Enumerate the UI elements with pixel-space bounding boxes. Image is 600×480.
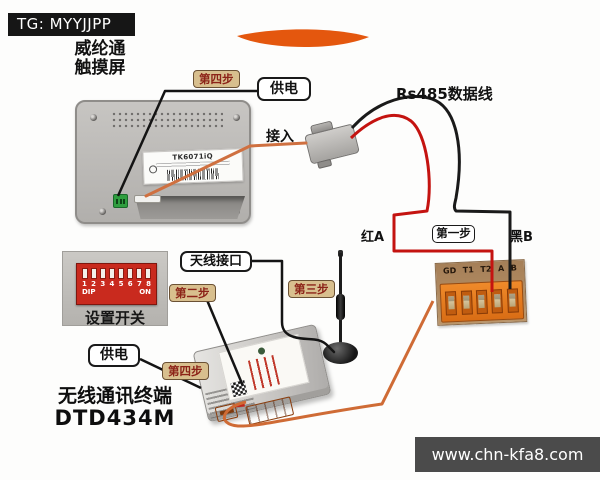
screw: [99, 208, 106, 215]
dip-switch-markings: DIP ON: [77, 288, 156, 296]
dip-switch: 1 2 3 4 5 6 7 8 DIP ON: [76, 263, 157, 305]
red-a-label: 红A: [361, 230, 385, 245]
step3-tag: 第三步: [288, 280, 335, 298]
step4-tag-top: 第四步: [193, 70, 240, 88]
dip-switch-photo: 1 2 3 4 5 6 7 8 DIP ON 设置开关: [62, 251, 168, 327]
step4-tag-bottom: 第四步: [162, 362, 209, 380]
antenna-port-callout: 天线接口: [180, 251, 252, 272]
power-callout-bottom: 供电: [88, 344, 140, 367]
step1-callout: 第一步: [432, 225, 475, 243]
dip-switch-numbers: 1 2 3 4 5 6 7 8: [82, 280, 151, 288]
power-callout-top: 供电: [257, 77, 311, 101]
dip-switch-knobs: [77, 264, 156, 279]
touchscreen-title-line1: 威纶通: [74, 39, 126, 59]
screw: [90, 114, 97, 121]
radio-terminal-name-line1: 无线通讯终端: [57, 385, 172, 407]
watermark-bottom-right: www.chn-kfa8.com: [415, 437, 600, 472]
rs485-cable-label: Rs485数据线: [396, 85, 493, 103]
radio-terminal-name-line2: DTD434M: [54, 406, 176, 430]
dip-text: DIP: [82, 288, 96, 296]
black-b-label: 黑B: [510, 230, 533, 245]
touchscreen-title-line2: 触摸屏: [74, 58, 126, 78]
radio-terminal-name: 无线通讯终端 DTD434M: [40, 385, 190, 430]
on-text: ON: [139, 288, 151, 296]
dip-switch-caption: 设置开关: [84, 309, 145, 327]
connect-label: 接入: [266, 129, 294, 145]
orange-swoosh: [237, 29, 369, 48]
touchscreen-title: 威纶通 触摸屏: [58, 40, 142, 78]
connector-recess: [135, 196, 245, 219]
step2-tag: 第二步: [169, 284, 216, 302]
watermark-top-left: TG: MYYJJPP: [8, 13, 135, 36]
